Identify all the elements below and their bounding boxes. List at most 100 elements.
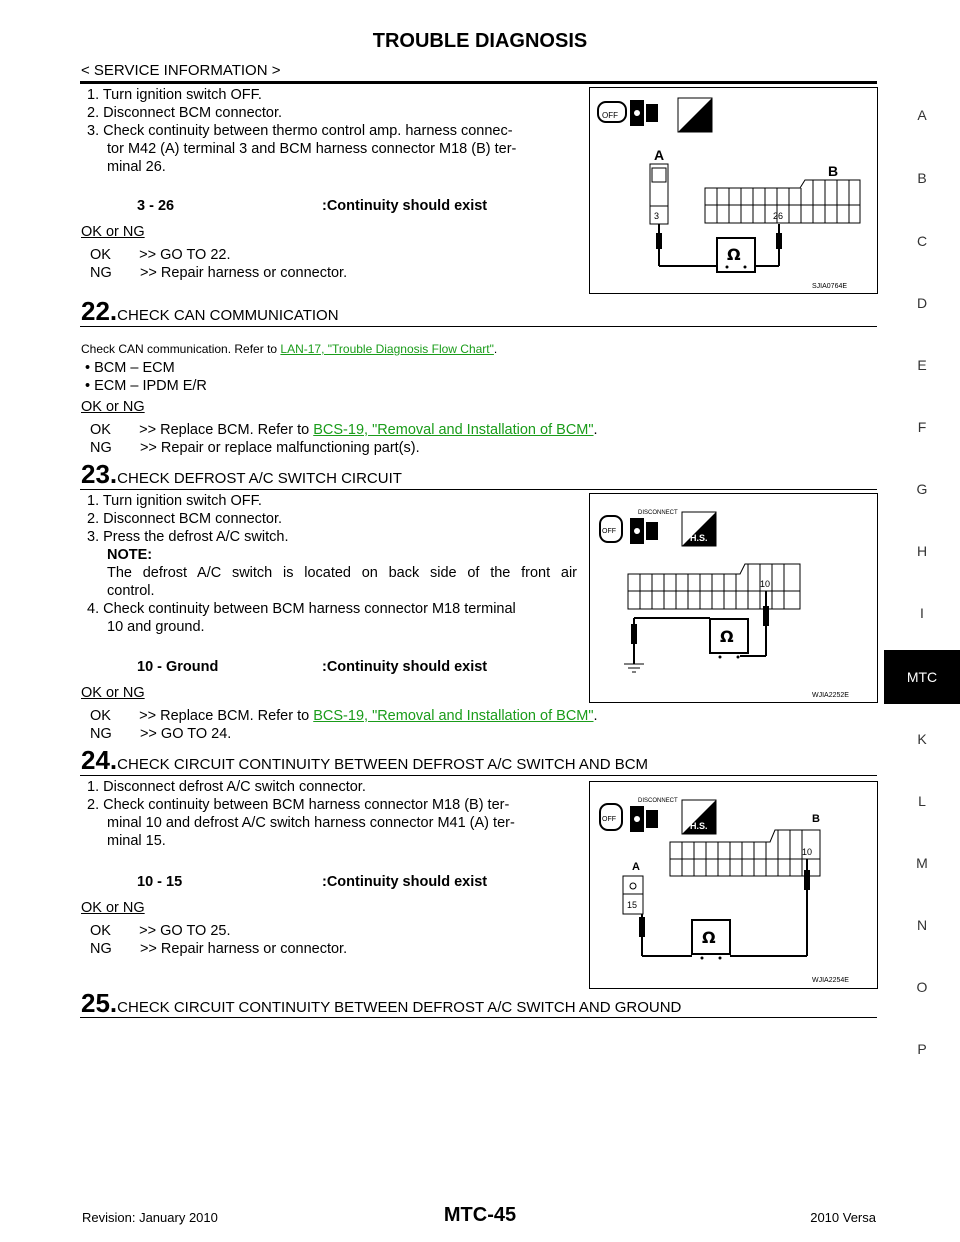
step23-line-4: 4. Check continuity between BCM harness …: [87, 601, 516, 617]
step23-rule: [80, 489, 877, 490]
disconnect-label: DISCONNECT: [638, 510, 678, 516]
svg-text:Ω: Ω: [720, 627, 734, 646]
section-subtitle: < SERVICE INFORMATION >: [81, 62, 281, 79]
connector-a-label: A: [654, 147, 664, 163]
step21-spec-result: :Continuity should exist: [322, 198, 488, 214]
side-index-n[interactable]: N: [916, 917, 928, 933]
key-off-icon: OFF: [599, 803, 623, 831]
step24-rule: [80, 775, 877, 776]
step24-line-3: minal 10 and defrost A/C switch harness …: [107, 815, 515, 831]
connector-diagram-2: DISCONNECT OFF H.S.: [599, 510, 849, 699]
bcm-connector: 10: [669, 829, 821, 877]
side-index-k[interactable]: K: [917, 731, 927, 747]
connector-diagram-1: OFF A B 3: [597, 97, 861, 290]
harness-side-icon: H.S.: [681, 511, 717, 547]
svg-text:OFF: OFF: [602, 816, 616, 823]
terminal-26-label: 26: [773, 211, 783, 221]
disconnect-icon: [630, 518, 658, 544]
side-index-l[interactable]: L: [918, 793, 926, 809]
svg-text:Ω: Ω: [727, 245, 741, 264]
step21-line-4: tor M42 (A) terminal 3 and BCM harness c…: [107, 141, 517, 157]
step22-rule: [80, 326, 877, 327]
terminal-10-label: 10: [802, 847, 812, 857]
side-index-c[interactable]: C: [916, 233, 928, 249]
step22-title: CHECK CAN COMMUNICATION: [117, 307, 339, 324]
ohmmeter-icon: Ω: [716, 237, 756, 273]
step23-line-5: 10 and ground.: [107, 619, 205, 635]
step23-note-1: The defrost A/C switch is located on bac…: [107, 565, 577, 581]
header-rule: [80, 81, 877, 84]
side-index-d[interactable]: D: [916, 295, 928, 311]
terminal-10-label: 10: [760, 579, 770, 589]
step25-heading: 25.CHECK CIRCUIT CONTINUITY BETWEEN DEFR…: [81, 990, 681, 1017]
side-index-p[interactable]: P: [917, 1041, 927, 1057]
step22-bullet-1: • BCM – ECM: [85, 360, 175, 376]
step23-spec-terminals: 10 - Ground: [137, 659, 219, 675]
step23-heading: 23.CHECK DEFROST A/C SWITCH CIRCUIT: [81, 461, 402, 488]
step24-spec-result: :Continuity should exist: [322, 874, 488, 890]
step23-instructions: 1. Turn ignition switch OFF. 2. Disconne…: [87, 492, 577, 636]
terminal-3-label: 3: [654, 211, 659, 221]
step24-heading: 24.CHECK CIRCUIT CONTINUITY BETWEEN DEFR…: [81, 747, 648, 774]
diagram-wjia2254e: DISCONNECT OFF H.S. B: [589, 781, 878, 989]
step24-ok-ng: OK or NG: [81, 900, 145, 916]
bcs19-link-2[interactable]: BCS-19, "Removal and Installation of BCM…: [313, 708, 594, 724]
step22-heading: 22.CHECK CAN COMMUNICATION: [81, 298, 339, 325]
svg-text:Ω: Ω: [702, 928, 716, 947]
side-index-b[interactable]: B: [917, 170, 927, 186]
connector-b-label: B: [828, 163, 838, 179]
step23-note-label: NOTE:: [107, 547, 153, 563]
step25-title: CHECK CIRCUIT CONTINUITY BETWEEN DEFROST…: [117, 999, 682, 1016]
side-index-i[interactable]: I: [920, 605, 924, 621]
side-index-mtc-active-tab[interactable]: MTC: [884, 650, 960, 704]
side-index-f[interactable]: F: [917, 419, 927, 435]
svg-text:OFF: OFF: [602, 111, 618, 120]
bcm-connector: 10: [627, 563, 801, 610]
ohmmeter-icon: Ω: [691, 919, 731, 960]
harness-side-icon: H.S.: [681, 799, 717, 835]
ohmmeter-probes: [639, 859, 810, 957]
connector-b: 26: [704, 179, 861, 224]
bcs19-link[interactable]: BCS-19, "Removal and Installation of BCM…: [313, 422, 594, 438]
step22-ok-ng: OK or NG: [81, 399, 145, 415]
step21-spec-terminals: 3 - 26: [137, 198, 175, 214]
step21-ok: OK >> GO TO 22.: [90, 247, 231, 263]
connector-a-label: A: [632, 861, 640, 873]
step25-number: 25.: [81, 988, 118, 1018]
step23-note-2: control.: [107, 583, 155, 599]
key-off-icon: OFF: [599, 515, 623, 543]
diagram-sjia0764e: OFF A B 3: [589, 87, 878, 294]
lan17-link[interactable]: LAN-17, "Trouble Diagnosis Flow Chart": [280, 342, 494, 356]
step21-line-3: 3. Check continuity between thermo contr…: [87, 123, 513, 139]
connector-a: 3: [649, 163, 669, 225]
step24-ok: OK >> GO TO 25.: [90, 923, 231, 939]
step24-line-4: minal 15.: [107, 833, 166, 849]
step22-bullet-2: • ECM – IPDM E/R: [85, 378, 207, 394]
step24-title: CHECK CIRCUIT CONTINUITY BETWEEN DEFROST…: [117, 756, 649, 773]
ground-icon: [624, 663, 644, 673]
step21-line-2: 2. Disconnect BCM connector.: [87, 105, 283, 121]
connector-b-label: B: [812, 813, 820, 825]
step23-spec-result: :Continuity should exist: [322, 659, 488, 675]
footer-page-number: MTC-45: [443, 1204, 517, 1226]
side-index-a[interactable]: A: [917, 107, 927, 123]
disconnect-label: DISCONNECT: [638, 798, 678, 804]
step21-ok-ng: OK or NG: [81, 224, 145, 240]
disconnect-icon: [630, 806, 658, 832]
side-index-o[interactable]: O: [916, 979, 928, 995]
side-index-e[interactable]: E: [917, 357, 927, 373]
step22-intro: Check CAN communication. Refer to LAN-17…: [81, 342, 498, 356]
step23-line-3: 3. Press the defrost A/C switch.: [87, 529, 289, 545]
defrost-switch-connector: 15: [622, 875, 644, 915]
side-index-g[interactable]: G: [916, 481, 928, 497]
step24-number: 24.: [81, 745, 118, 775]
ohmmeter-icon: Ω: [709, 618, 749, 659]
terminal-15-label: 15: [627, 900, 637, 910]
step24-instructions: 1. Disconnect defrost A/C switch connect…: [87, 778, 577, 850]
diagram-code: WJIA2252E: [812, 692, 849, 699]
side-index-m[interactable]: M: [916, 855, 928, 871]
side-index-h[interactable]: H: [916, 543, 928, 559]
step24-line-2: 2. Check continuity between BCM harness …: [87, 797, 510, 813]
step25-rule: [80, 1017, 877, 1018]
step23-title: CHECK DEFROST A/C SWITCH CIRCUIT: [117, 470, 402, 487]
